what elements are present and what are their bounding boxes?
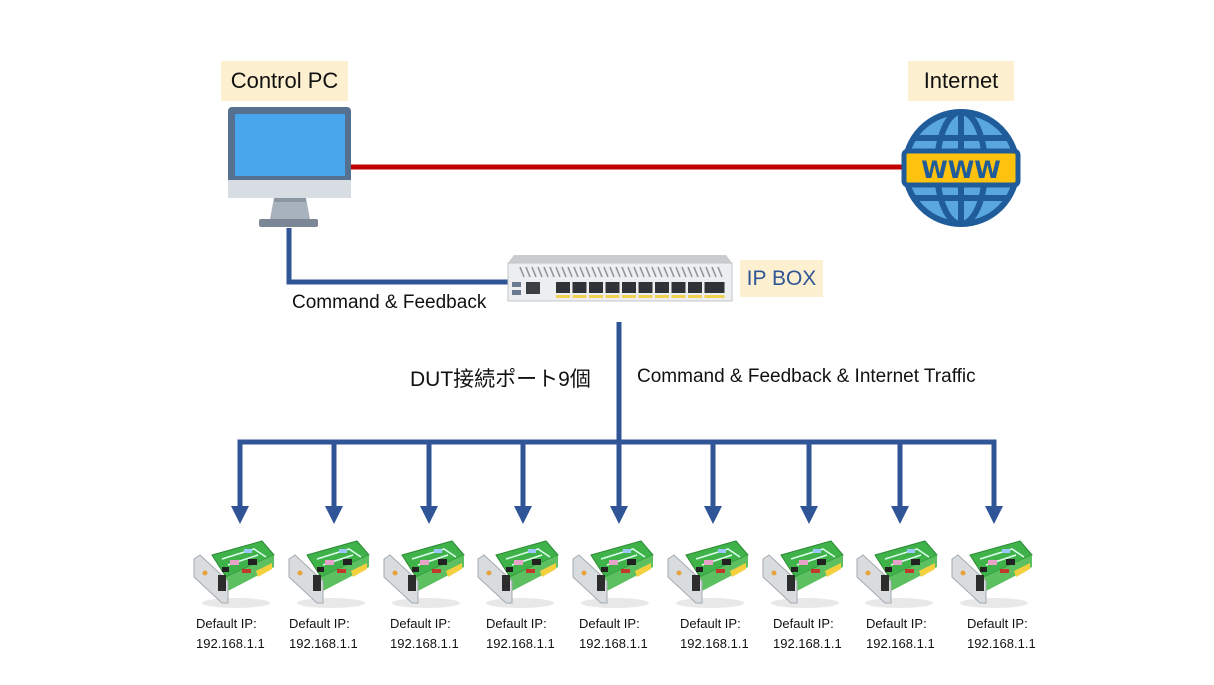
dut-item: Default IP: 192.168.1.1 <box>571 537 655 651</box>
ethernet-port-icon <box>572 282 587 293</box>
ip-box-label-box: IP BOX <box>740 260 823 297</box>
dut-item: Default IP: 192.168.1.1 <box>761 537 845 651</box>
ethernet-port-icon <box>556 282 570 293</box>
arrow-down-icon <box>985 506 1003 524</box>
internet-label: Internet <box>923 68 999 93</box>
arrow-down-icon <box>420 506 438 524</box>
ethernet-port-icon <box>704 282 725 293</box>
dut-ip-address: 192.168.1.1 <box>196 636 265 651</box>
dut-ports-caption: DUT接続ポート9個 <box>410 368 591 391</box>
dut-ip-address: 192.168.1.1 <box>680 636 749 651</box>
network-card-icon[interactable] <box>476 537 560 609</box>
arrow-down-icon <box>231 506 249 524</box>
pc-to-ipbox-line <box>286 228 510 285</box>
arrow-down-icon <box>610 506 628 524</box>
arrow-down-icon <box>325 506 343 524</box>
arrow-down-icon <box>800 506 818 524</box>
dut-item: Default IP: 192.168.1.1 <box>192 537 276 651</box>
dut-ip-address: 192.168.1.1 <box>967 636 1036 651</box>
arrow-down-icon <box>891 506 909 524</box>
arrow-down-icon <box>514 506 532 524</box>
dut-drop-arrows <box>231 442 1003 524</box>
ipbox-to-duts-caption: Command & Feedback & Internet Traffic <box>637 366 976 387</box>
dut-item: Default IP: 192.168.1.1 <box>287 537 371 651</box>
control-pc-label: Control PC <box>230 68 339 93</box>
dut-default-ip-label: Default IP: <box>773 616 834 631</box>
pc-to-ipbox-caption: Command & Feedback <box>292 292 487 313</box>
arrow-down-icon <box>704 506 722 524</box>
ip-box-label: IP BOX <box>746 266 817 290</box>
dut-item: Default IP: 192.168.1.1 <box>382 537 466 651</box>
dut-default-ip-label: Default IP: <box>680 616 741 631</box>
dut-item: Default IP: 192.168.1.1 <box>855 537 939 651</box>
dut-default-ip-label: Default IP: <box>486 616 547 631</box>
ethernet-port-icon <box>638 282 653 293</box>
dut-ip-address: 192.168.1.1 <box>390 636 459 651</box>
dut-ip-address: 192.168.1.1 <box>579 636 648 651</box>
network-appliance-icon[interactable] <box>506 253 734 303</box>
network-card-icon[interactable] <box>950 537 1034 609</box>
network-card-icon[interactable] <box>287 537 371 609</box>
dut-default-ip-label: Default IP: <box>289 616 350 631</box>
internet-label-box: Internet <box>908 61 1014 101</box>
dut-default-ip-label: Default IP: <box>579 616 640 631</box>
dut-default-ip-label: Default IP: <box>866 616 927 631</box>
dut-item: Default IP: 192.168.1.1 <box>666 537 750 651</box>
ethernet-port-icon <box>655 282 669 293</box>
control-pc-label-box: Control PC <box>221 61 348 101</box>
dut-ip-address: 192.168.1.1 <box>866 636 935 651</box>
dut-default-ip-label: Default IP: <box>196 616 257 631</box>
network-card-icon[interactable] <box>192 537 276 609</box>
ethernet-port-icon <box>671 282 686 293</box>
dut-item: Default IP: 192.168.1.1 <box>476 537 560 651</box>
ethernet-port-icon <box>589 282 603 293</box>
dut-ip-address: 192.168.1.1 <box>486 636 555 651</box>
dut-default-ip-label: Default IP: <box>967 616 1028 631</box>
desktop-monitor-icon[interactable] <box>226 106 354 230</box>
ethernet-port-icon <box>688 282 702 293</box>
network-card-icon[interactable] <box>666 537 750 609</box>
network-card-icon[interactable] <box>382 537 466 609</box>
dut-ip-address: 192.168.1.1 <box>773 636 842 651</box>
network-card-icon[interactable] <box>855 537 939 609</box>
ethernet-port-icon <box>622 282 636 293</box>
www-text: WWW <box>921 156 1000 184</box>
dut-default-ip-label: Default IP: <box>390 616 451 631</box>
dut-ip-address: 192.168.1.1 <box>289 636 358 651</box>
dut-item: Default IP: 192.168.1.1 <box>950 537 1036 651</box>
globe-www-icon[interactable]: WWW <box>900 108 1022 228</box>
ethernet-port-icon <box>605 282 620 293</box>
network-card-icon[interactable] <box>571 537 655 609</box>
network-card-icon[interactable] <box>761 537 845 609</box>
